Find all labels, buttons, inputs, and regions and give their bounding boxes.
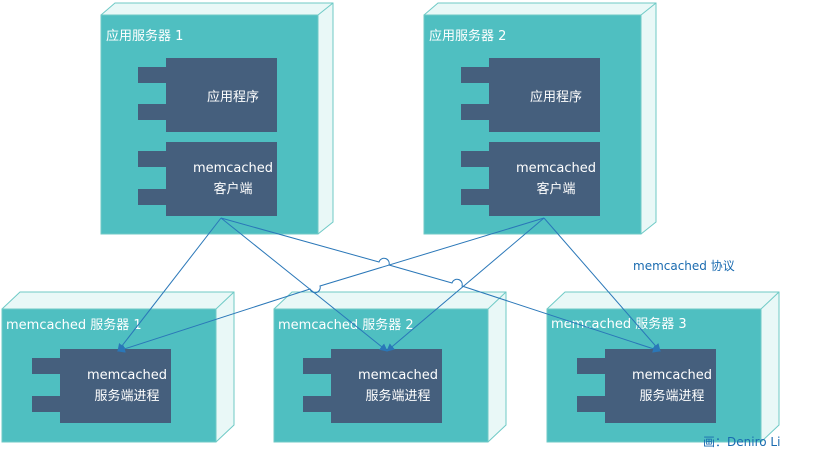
connector-app1-to-memcached2 bbox=[220, 217, 388, 352]
memcached-server-2-node: memcached 服务器 2 memcached 服务端进程 bbox=[273, 291, 507, 443]
app-server-2-client-label-line2: 客户端 bbox=[536, 181, 575, 197]
app-server-1-application-label: 应用程序 bbox=[207, 89, 259, 105]
memcached-server-3-label-line2: 服务端进程 bbox=[639, 388, 704, 404]
app-server-1-client-component: memcached 客户端 bbox=[138, 142, 277, 216]
memcached-server-3-title: memcached 服务器 3 bbox=[551, 316, 687, 332]
memcached-server-2-label-line2: 服务端进程 bbox=[365, 388, 430, 404]
app-server-2-application-component: 应用程序 bbox=[461, 58, 600, 132]
app-server-2-client-label-line1: memcached bbox=[516, 161, 596, 176]
memcached-server-1-label-line2: 服务端进程 bbox=[94, 388, 159, 404]
app-server-1-title: 应用服务器 1 bbox=[106, 28, 183, 44]
protocol-label: memcached 协议 bbox=[633, 258, 735, 273]
memcached-server-2-process-component: memcached 服务端进程 bbox=[303, 349, 442, 423]
app-server-1-application-component: 应用程序 bbox=[138, 58, 277, 132]
app-server-1-client-label-line2: 客户端 bbox=[213, 181, 252, 197]
memcached-server-3-label-line1: memcached bbox=[632, 368, 712, 383]
author-credit: 画：Deniro Li bbox=[703, 435, 780, 449]
app-server-2-client-component: memcached 客户端 bbox=[461, 142, 600, 216]
memcached-server-3-process-component: memcached 服务端进程 bbox=[577, 349, 716, 423]
memcached-server-1-title: memcached 服务器 1 bbox=[6, 317, 142, 333]
protocol-connectors bbox=[117, 217, 661, 353]
app-server-1-node: 应用服务器 1 应用程序 memcached 客户端 bbox=[100, 2, 334, 235]
memcached-server-1-process-component: memcached 服务端进程 bbox=[32, 349, 171, 423]
memcached-server-1-label-line1: memcached bbox=[87, 368, 167, 383]
connector-app2-to-memcached2 bbox=[386, 217, 545, 352]
connector-app2-to-memcached3 bbox=[543, 217, 661, 352]
connector-app1-to-memcached1 bbox=[117, 217, 222, 352]
memcached-server-2-label-line1: memcached bbox=[358, 368, 438, 383]
app-server-2-node: 应用服务器 2 应用程序 memcached 客户端 bbox=[423, 2, 657, 235]
app-server-1-client-label-line1: memcached bbox=[193, 161, 273, 176]
app-server-2-title: 应用服务器 2 bbox=[429, 28, 506, 44]
memcached-server-1-node: memcached 服务器 1 memcached 服务端进程 bbox=[1, 291, 235, 443]
app-server-2-application-label: 应用程序 bbox=[530, 89, 582, 105]
memcached-server-3-node: memcached 服务器 3 memcached 服务端进程 bbox=[546, 291, 780, 443]
connector-app2-to-memcached1 bbox=[117, 217, 545, 353]
memcached-server-2-title: memcached 服务器 2 bbox=[278, 317, 414, 333]
connector-app1-to-memcached3 bbox=[220, 217, 661, 353]
